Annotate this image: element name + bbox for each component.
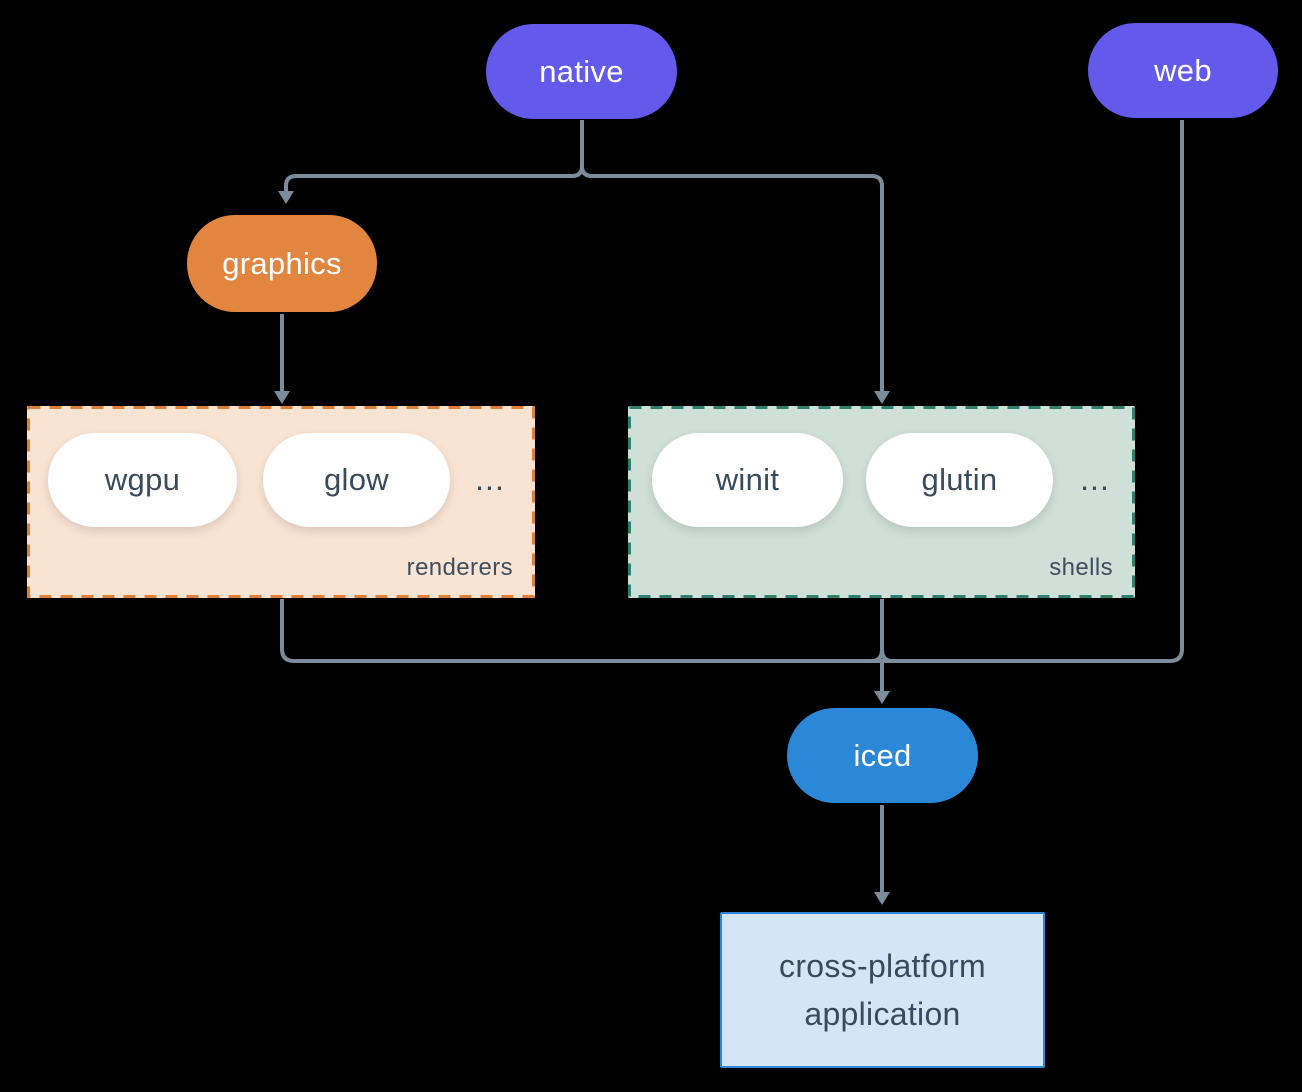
arrowhead-renderers — [274, 391, 290, 404]
node-graphics-label: graphics — [222, 245, 342, 281]
shells-ellipsis: ... — [1080, 460, 1110, 497]
arrowhead-application — [874, 892, 890, 905]
renderers-group-label: renderers — [406, 554, 513, 581]
arrowhead-graphics — [278, 191, 294, 204]
pill-glutin: glutin — [866, 433, 1053, 527]
edge-native-shells — [580, 120, 884, 391]
pill-winit: winit — [652, 433, 843, 527]
pill-wgpu-label: wgpu — [104, 462, 181, 497]
pill-wgpu: wgpu — [48, 433, 237, 527]
node-application-line1: cross-platform — [779, 948, 986, 984]
node-web-label: web — [1154, 52, 1212, 88]
node-application-line2: application — [804, 996, 961, 1032]
node-application: cross-platform application — [720, 912, 1045, 1068]
node-web: web — [1088, 23, 1278, 118]
pill-winit-label: winit — [715, 462, 780, 497]
node-native: native — [486, 24, 677, 119]
pill-glow: glow — [263, 433, 450, 527]
arrowhead-iced — [874, 691, 890, 704]
node-iced: iced — [787, 708, 978, 803]
renderers-ellipsis: ... — [475, 460, 505, 497]
edge-native-graphics — [284, 120, 584, 191]
node-graphics: graphics — [187, 215, 377, 312]
arrowhead-shells — [874, 391, 890, 404]
shells-group-label: shells — [1049, 554, 1113, 581]
pill-glow-label: glow — [324, 462, 389, 497]
edge-shells-iced — [871, 599, 893, 691]
pill-glutin-label: glutin — [921, 462, 998, 497]
edge-renderers-iced — [280, 599, 882, 663]
node-native-label: native — [539, 53, 624, 89]
node-iced-label: iced — [853, 737, 912, 773]
